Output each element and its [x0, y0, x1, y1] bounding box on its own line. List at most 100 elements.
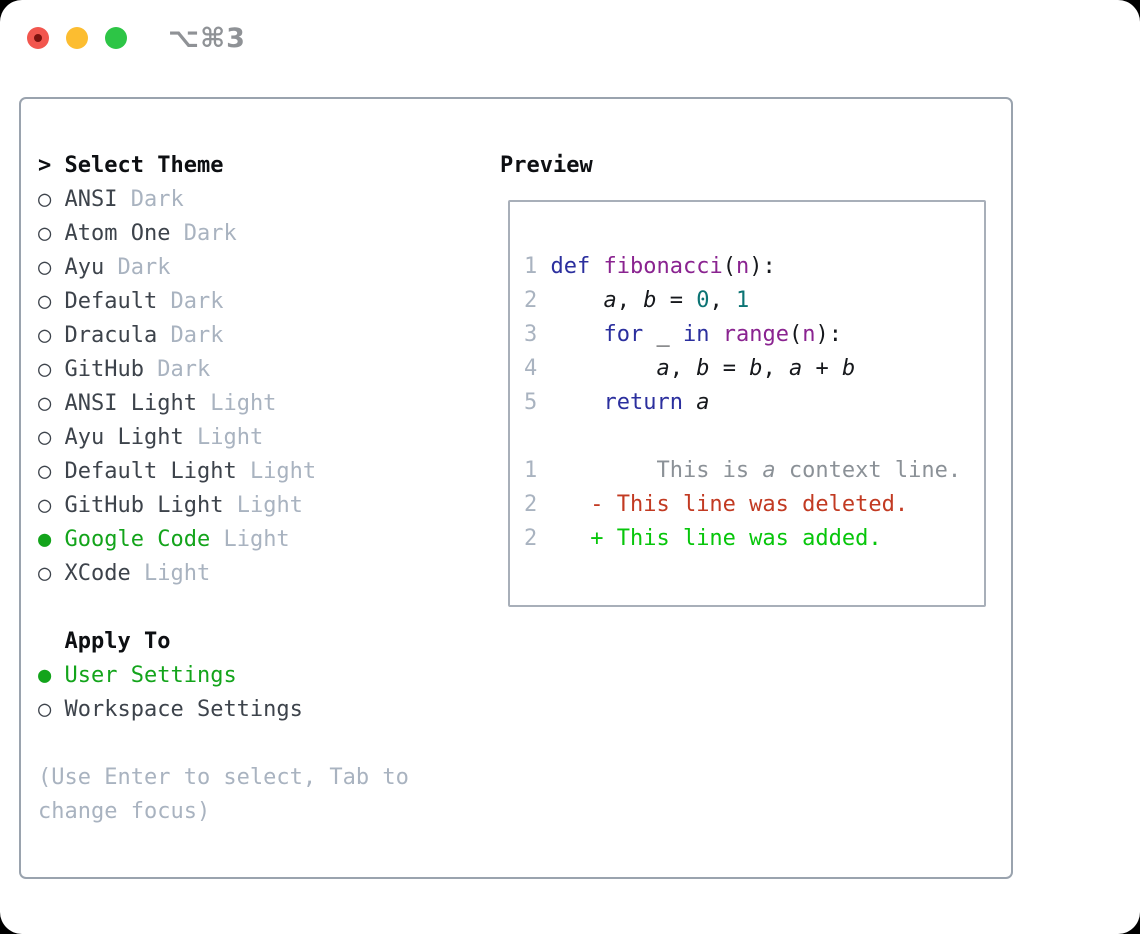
radio-icon: ○ — [38, 391, 52, 416]
spacer — [38, 591, 500, 625]
theme-option[interactable]: ○ Default Light Light — [38, 455, 500, 489]
theme-option-tag: Light — [223, 527, 290, 552]
code-segment: ): — [749, 254, 776, 279]
code-segment: , — [762, 356, 789, 381]
theme-option[interactable]: ○ Atom One Dark — [38, 217, 500, 251]
theme-option-label: Default — [64, 289, 158, 314]
preview-box: 1 def fibonacci(n): 2 a, b = 0, 1 3 for _ … — [508, 200, 986, 607]
code-segment: This is — [537, 458, 763, 483]
apply-to-option-label: Workspace Settings — [64, 697, 303, 722]
theme-option-tag: Light — [249, 459, 317, 484]
theme-option-label: Google Code — [64, 527, 211, 552]
code-segment: - This line was deleted. — [537, 492, 909, 517]
code-segment: b — [696, 356, 710, 381]
theme-option[interactable]: ○ ANSI Dark — [38, 183, 500, 217]
theme-option-tag: Dark — [157, 357, 211, 382]
line-number: 2 — [524, 526, 538, 551]
hint-text: (Use Enter to select, Tab to change focu… — [38, 765, 409, 824]
code-line: 1 This is a context line. — [524, 454, 984, 488]
theme-option-tag: Dark — [170, 289, 224, 314]
radio-icon: ○ — [38, 289, 52, 314]
theme-option[interactable]: ○ XCode Light — [38, 557, 500, 591]
radio-icon: ○ — [38, 459, 52, 484]
theme-option-label: GitHub Light — [64, 493, 224, 518]
code-segment: a — [696, 390, 710, 415]
code-segment — [709, 322, 722, 347]
code-line: 3 for _ in range(n): — [524, 318, 984, 352]
code-segment: n — [802, 322, 816, 347]
radio-icon: ○ — [38, 323, 52, 348]
radio-icon: ○ — [38, 425, 52, 450]
theme-option-tag: Dark — [170, 323, 224, 348]
code-segment: context line. — [775, 458, 962, 483]
code-segment: _ — [643, 322, 683, 347]
theme-option[interactable]: ○ Ayu Dark — [38, 251, 500, 285]
code-segment: b — [841, 356, 856, 381]
code-segment: ( — [722, 254, 736, 279]
theme-option[interactable]: ○ ANSI Light Light — [38, 387, 500, 421]
code-segment: , — [669, 356, 697, 381]
selected-radio-icon: ● — [38, 527, 52, 552]
theme-list: ○ ANSI Dark○ Atom One Dark○ Ayu Dark○ De… — [38, 183, 500, 591]
code-segment — [537, 322, 603, 347]
code-segment: + — [802, 356, 842, 381]
code-segment: for — [603, 322, 644, 347]
code-line: 1 def fibonacci(n): — [524, 250, 984, 284]
theme-option-tag: Light — [210, 391, 277, 416]
code-segment: , — [616, 288, 644, 313]
theme-option-tag: Light — [236, 493, 303, 518]
apply-to-header: Apply To — [64, 629, 171, 654]
theme-option[interactable]: ○ GitHub Light Light — [38, 489, 500, 523]
minimize-button[interactable] — [66, 27, 88, 49]
code-segment: a — [762, 458, 776, 483]
theme-option-tag: Dark — [130, 187, 184, 212]
theme-column: > Select Theme ○ ANSI Dark○ Atom One Dar… — [21, 149, 500, 877]
theme-option-label: XCode — [64, 561, 131, 586]
theme-option-label: ANSI Light — [64, 391, 197, 416]
theme-option-tag: Dark — [183, 221, 237, 246]
code-segment — [590, 254, 603, 279]
radio-icon: ○ — [38, 357, 52, 382]
apply-to-option[interactable]: ● User Settings — [38, 659, 500, 693]
line-number: 4 — [524, 356, 538, 381]
theme-option-label: Ayu Light — [64, 425, 184, 450]
close-button[interactable] — [27, 27, 49, 49]
line-number: 3 — [524, 322, 538, 347]
apply-to-option[interactable]: ○ Workspace Settings — [38, 693, 500, 727]
code-line: 4 a, b = b, a + b — [524, 352, 984, 386]
preview-column: Preview 1 def fibonacci(n):2 a, b = 0, 1… — [500, 149, 986, 877]
theme-list-header-label: Select Theme — [64, 153, 224, 178]
code-segment: 1 — [735, 288, 750, 313]
code-segment: ( — [788, 322, 803, 347]
theme-option-label: GitHub — [64, 357, 144, 382]
theme-option[interactable]: ● Google Code Light — [38, 523, 500, 557]
radio-icon: ○ — [38, 221, 52, 246]
code-segment: b — [643, 288, 657, 313]
code-segment: a — [603, 288, 617, 313]
code-segment: a — [656, 356, 670, 381]
theme-option-label: ANSI — [64, 187, 118, 212]
code-segment: = — [656, 288, 697, 313]
theme-list-header: > Select Theme — [38, 149, 500, 183]
theme-option[interactable]: ○ GitHub Dark — [38, 353, 500, 387]
code-segment: = — [709, 356, 750, 381]
theme-option-label: Ayu — [64, 255, 105, 280]
code-segment — [683, 390, 696, 415]
apply-to-option-label: User Settings — [64, 663, 237, 688]
code-segment: in — [682, 322, 710, 347]
code-segment — [537, 390, 603, 415]
code-segment — [537, 356, 656, 381]
code-segment: return — [603, 390, 683, 415]
theme-option[interactable]: ○ Default Dark — [38, 285, 500, 319]
apply-to-list: ● User Settings○ Workspace Settings — [38, 659, 500, 727]
code-segment — [537, 288, 603, 313]
code-segment: + This line was added. — [537, 526, 882, 551]
code-line: 5 return a — [524, 386, 984, 420]
theme-option[interactable]: ○ Ayu Light Light — [38, 421, 500, 455]
line-number: 2 — [524, 288, 538, 313]
theme-option[interactable]: ○ Dracula Dark — [38, 319, 500, 353]
main-panel: > Select Theme ○ ANSI Dark○ Atom One Dar… — [19, 97, 1013, 879]
code-segment: 0 — [696, 288, 710, 313]
zoom-button[interactable] — [105, 27, 127, 49]
code-segment: , — [709, 288, 736, 313]
